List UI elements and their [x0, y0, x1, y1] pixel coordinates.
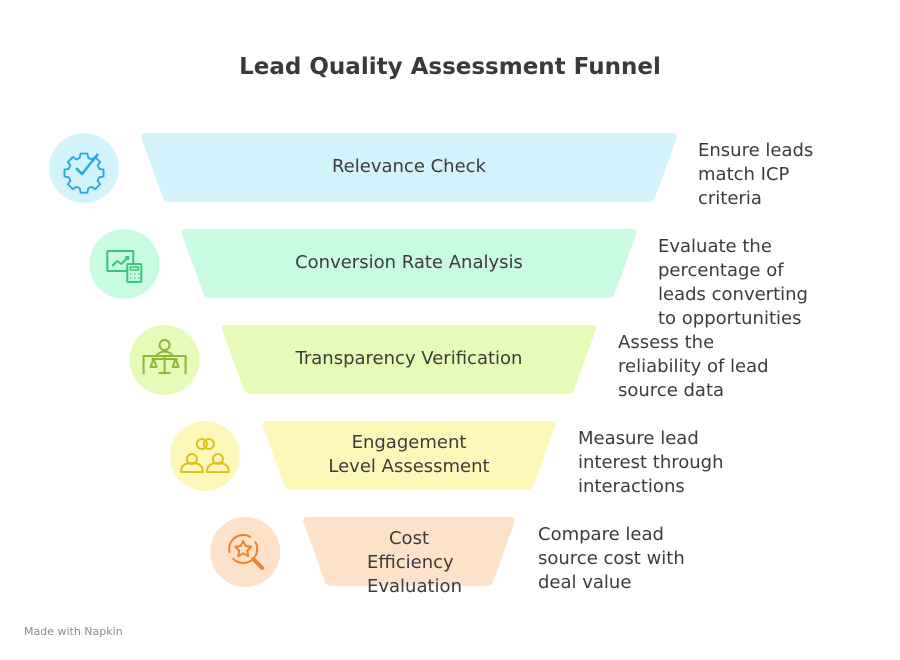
stage-description: Compare lead source cost with deal value [538, 524, 685, 593]
stage-description: Evaluate the percentage of leads convert… [658, 236, 808, 329]
person-scales-icon [142, 339, 187, 374]
stage-label: Conversion Rate Analysis [295, 252, 523, 273]
stage-description: Measure lead interest through interactio… [578, 428, 724, 497]
stage-description: Ensure leads match ICP criteria [698, 140, 814, 209]
icon-circle [89, 229, 160, 299]
funnel-stage-3 [222, 325, 596, 394]
icon-circle [210, 517, 281, 587]
chart-calculator-icon [106, 250, 143, 283]
stage-label: Engagement Level Assessment [328, 432, 490, 477]
stage-label: Relevance Check [331, 156, 486, 177]
diagram-title: Lead Quality Assessment Funnel [239, 54, 661, 80]
funnel-stage-1 [141, 133, 677, 202]
funnel-stage-5 [303, 517, 515, 586]
stage-label: Cost Efficiency Evaluation [367, 528, 462, 597]
gear-check-icon [63, 152, 105, 194]
stage-description: Assess the reliability of lead source da… [618, 332, 769, 401]
icon-circle [49, 133, 119, 203]
star-search-icon [228, 534, 265, 570]
stage-label: Transparency Verification [295, 348, 523, 369]
funnel-stage-2 [181, 229, 637, 298]
footer-credit: Made with Napkin [24, 625, 123, 638]
icon-circle [169, 421, 240, 491]
funnel-stage-4 [262, 421, 556, 490]
people-link-icon [179, 438, 230, 473]
